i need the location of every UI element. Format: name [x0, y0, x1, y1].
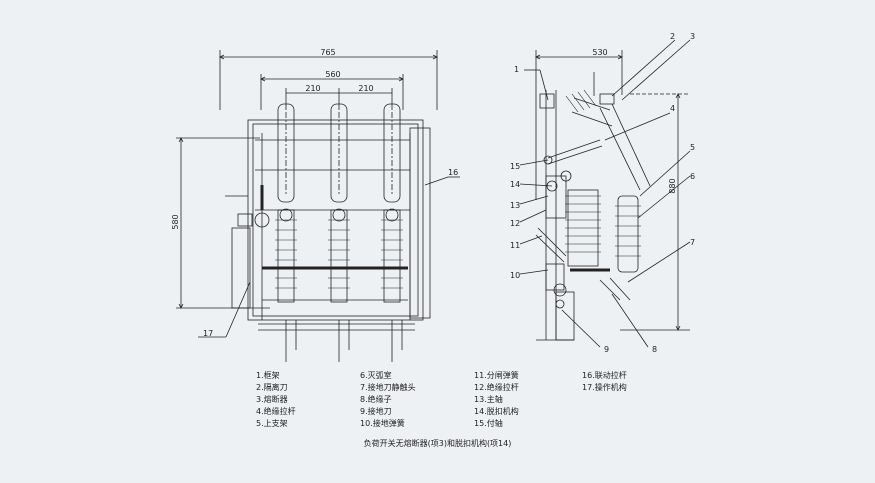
callout-6: 6	[690, 172, 695, 181]
legend-item: 9.接地刀	[360, 407, 392, 416]
callout-3: 3	[690, 32, 695, 41]
dim-depth: 530	[592, 48, 607, 57]
callout-14: 14	[510, 180, 520, 189]
parts-legend: 1.框架 2.隔离刀 3.熔断器 4.绝缘拉杆 5.上支架 6.灭弧室 7.接地…	[256, 370, 676, 430]
legend-item: 4.绝缘拉杆	[256, 407, 296, 416]
legend-item: 2.隔离刀	[256, 383, 288, 392]
dim-inner-width: 560	[325, 70, 340, 79]
dim-pitch-right: 210	[358, 84, 373, 93]
legend-item: 1.框架	[256, 371, 280, 380]
legend-item: 10.接地弹簧	[360, 419, 405, 428]
callout-9: 9	[604, 345, 609, 354]
legend-item: 17.操作机构	[582, 383, 627, 392]
dim-pitch-left: 210	[305, 84, 320, 93]
callout-10: 10	[510, 271, 520, 280]
callout-13: 13	[510, 201, 520, 210]
legend-item: 12.绝缘拉杆	[474, 383, 519, 392]
legend-column-4: 16.联动拉杆 17.操作机构	[582, 370, 627, 394]
legend-item: 3.熔断器	[256, 395, 288, 404]
callout-4: 4	[670, 104, 675, 113]
callout-1: 1	[514, 65, 519, 74]
legend-item: 11.分闸弹簧	[474, 371, 519, 380]
callout-11: 11	[510, 241, 520, 250]
callout-15: 15	[510, 162, 520, 171]
legend-column-1: 1.框架 2.隔离刀 3.熔断器 4.绝缘拉杆 5.上支架	[256, 370, 296, 430]
figure-caption: 负荷开关无熔断器(项3)和脱扣机构(项14)	[363, 439, 512, 448]
legend-column-2: 6.灭弧室 7.接地刀静触头 8.绝缘子 9.接地刀 10.接地弹簧	[360, 370, 416, 430]
callout-2: 2	[670, 32, 675, 41]
legend-item: 5.上支架	[256, 419, 288, 428]
legend-item: 6.灭弧室	[360, 371, 392, 380]
legend-item: 13.主轴	[474, 395, 503, 404]
dim-overall-width: 765	[320, 48, 335, 57]
callout-12: 12	[510, 219, 520, 228]
legend-item: 15.付轴	[474, 419, 503, 428]
callout-5: 5	[690, 143, 695, 152]
legend-item: 8.绝缘子	[360, 395, 392, 404]
legend-column-3: 11.分闸弹簧 12.绝缘拉杆 13.主轴 14.脱扣机构 15.付轴	[474, 370, 519, 430]
callout-16: 16	[448, 168, 458, 177]
callout-7: 7	[690, 238, 695, 247]
callout-17: 17	[203, 329, 213, 338]
legend-item: 14.脱扣机构	[474, 407, 519, 416]
legend-item: 7.接地刀静触头	[360, 383, 416, 392]
dim-height-left: 580	[171, 214, 180, 229]
callout-8: 8	[652, 345, 657, 354]
dim-height-right: 880	[668, 178, 677, 193]
legend-item: 16.联动拉杆	[582, 371, 627, 380]
